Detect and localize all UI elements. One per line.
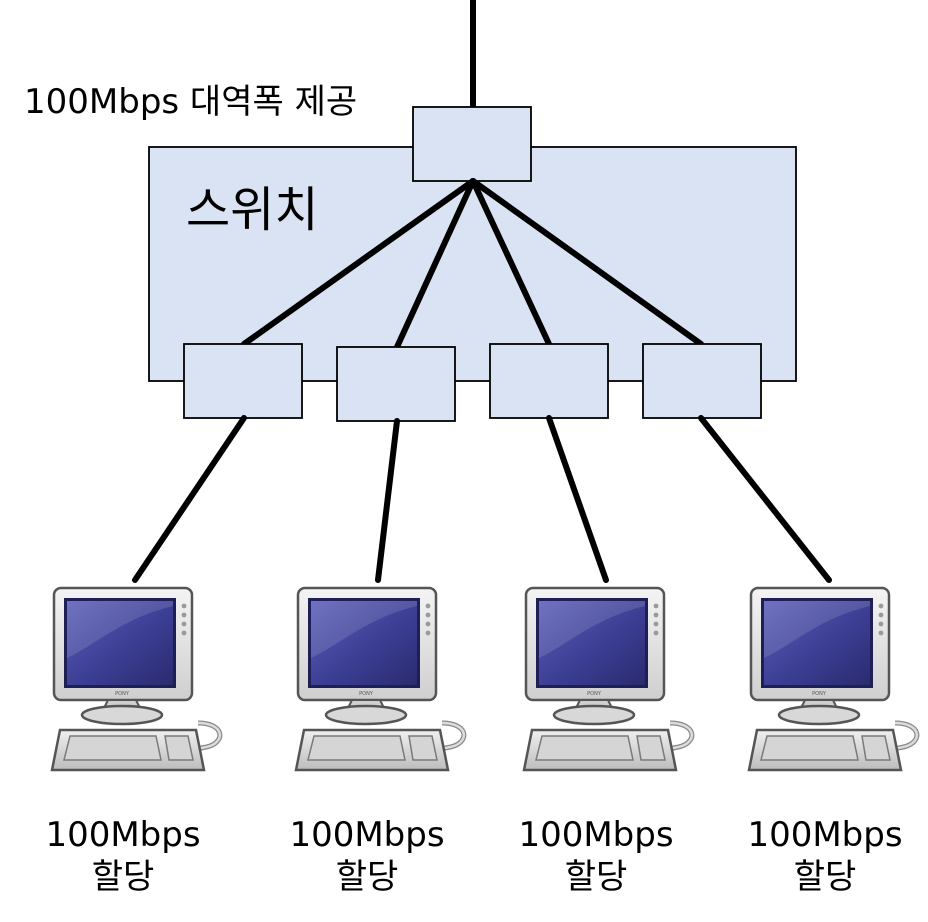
downlink-port-4 [642,343,762,419]
computer-bandwidth-2: 100Mbps [289,815,444,855]
computer-allocation-1: 할당 [92,857,155,897]
internal-link-4 [470,178,704,347]
computer-bandwidth-4: 100Mbps [747,815,902,855]
computer-cable-2 [375,418,400,583]
computer-allocation-3: 할당 [565,857,628,897]
computer-allocation-4: 할당 [794,857,857,897]
computer-1: PONY [52,588,220,770]
downlink-port-1 [183,343,303,419]
computer-3: PONY [524,588,692,770]
computer-brand-1: PONY [115,691,130,697]
downlink-port-2 [336,346,456,422]
computer-brand-4: PONY [812,691,827,697]
internal-link-3 [470,178,552,347]
downlink-port-3 [489,343,609,419]
internal-link-2 [394,178,476,350]
computer-brand-2: PONY [359,691,374,697]
computer-allocation-2: 할당 [336,857,399,897]
computer-bandwidth-1: 100Mbps [45,815,200,855]
computer-cable-1 [132,415,247,583]
uplink-bandwidth-label: 100Mbps 대역폭 제공 [24,82,357,122]
computer-4: PONY [749,588,917,770]
computer-2: PONY [296,588,464,770]
computer-labels: 100Mbps 할당 100Mbps 할당 100Mbps 할당 100Mbps… [45,815,902,897]
computer-cable-3 [546,415,609,583]
computer-brand-3: PONY [587,691,602,697]
computer-cable-4 [698,415,832,583]
switch-label: 스위치 [186,182,318,238]
internal-links [241,178,704,350]
uplink-port [412,106,532,182]
internal-link-1 [241,178,476,347]
computer-cables [132,415,832,583]
computer-bandwidth-3: 100Mbps [518,815,673,855]
